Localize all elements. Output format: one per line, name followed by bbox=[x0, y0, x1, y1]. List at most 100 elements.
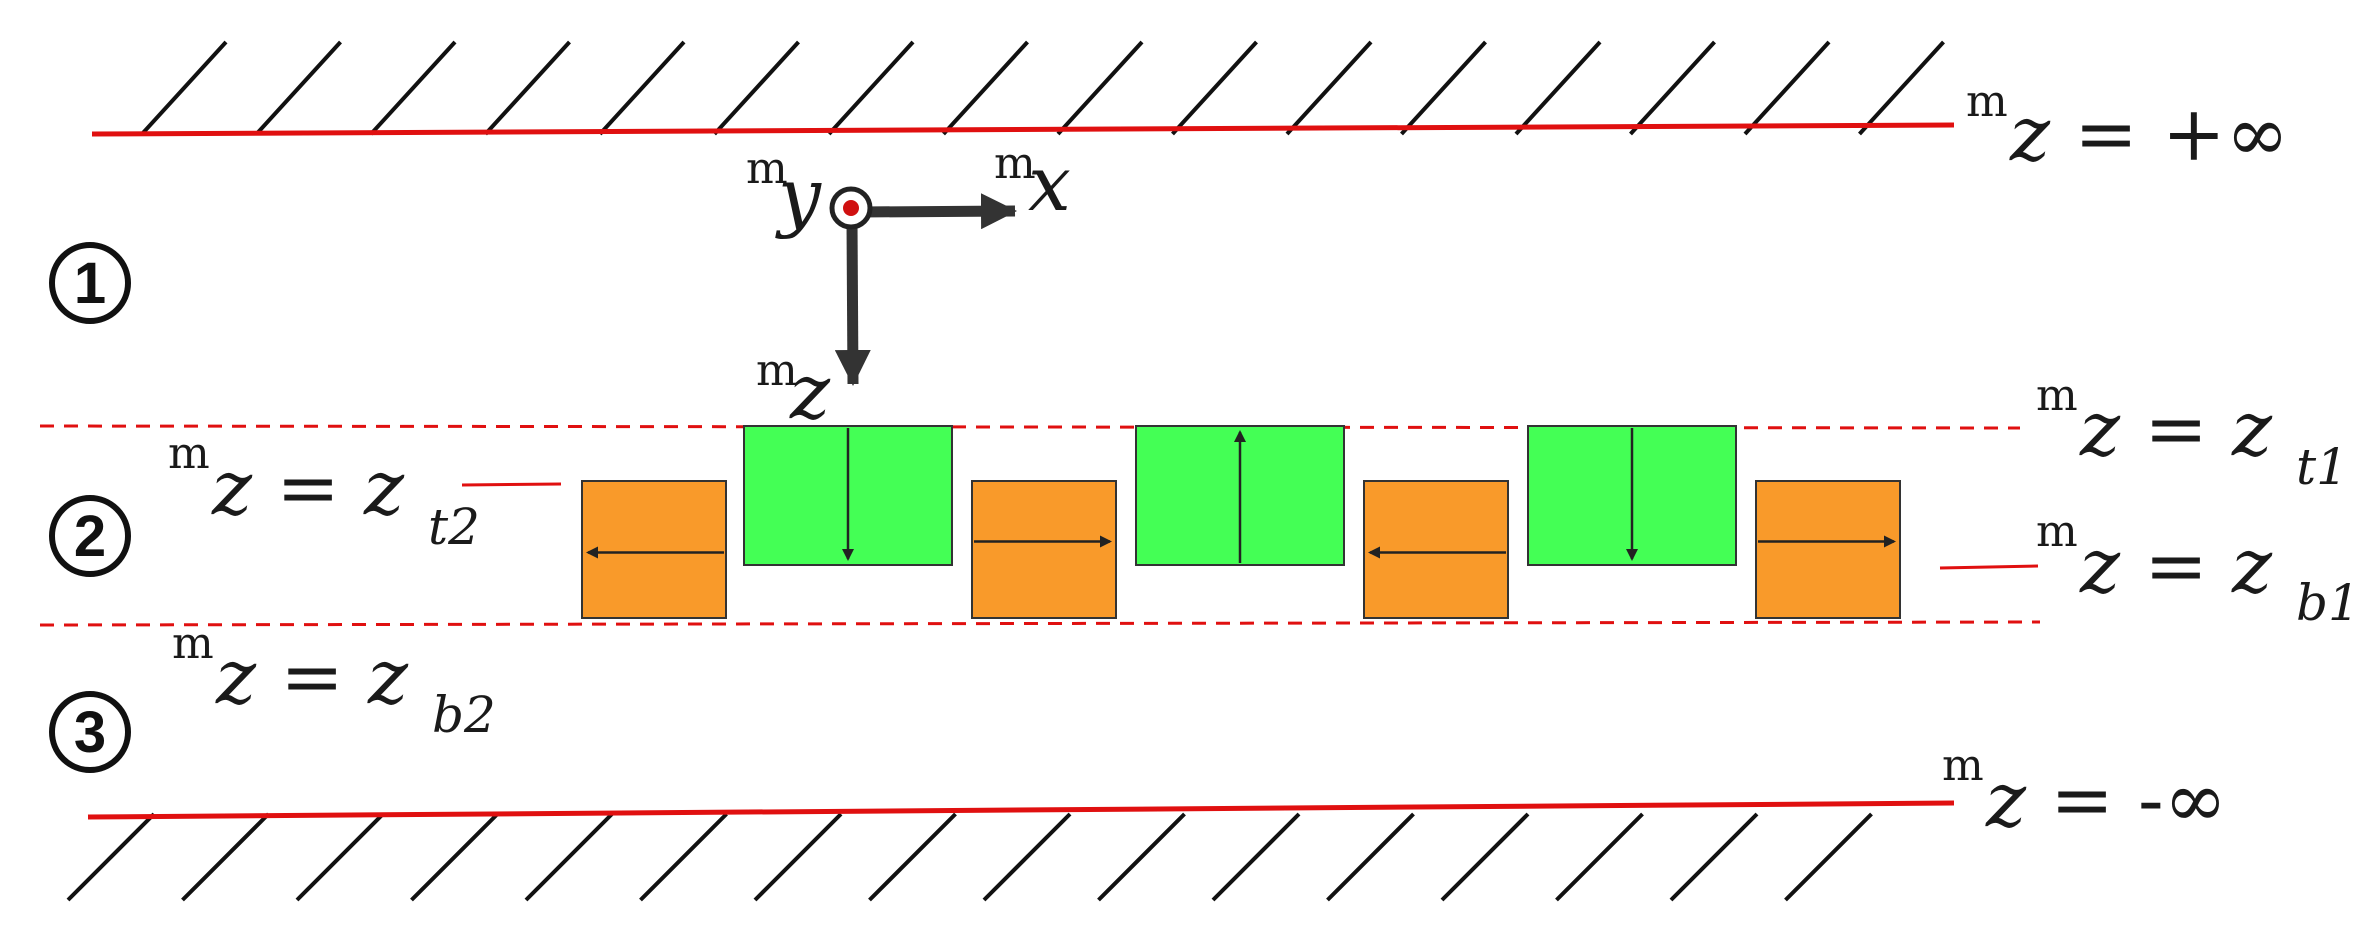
zt2-subscript: t2 bbox=[428, 498, 480, 556]
magnet-block-orange bbox=[581, 480, 727, 619]
z-axis-label: z bbox=[789, 347, 831, 436]
zt2-eq: = bbox=[252, 443, 364, 532]
coordinate-axes: m y m x m z bbox=[746, 138, 1071, 436]
bottom-boundary-line bbox=[87, 800, 1955, 820]
top-infinity-var: z bbox=[2009, 89, 2051, 178]
top-hatch-line bbox=[1858, 40, 1945, 136]
bottom-hatch-line bbox=[1784, 812, 1873, 902]
zt1-equation: z = z bbox=[2079, 384, 2273, 473]
region-2-number: 2 bbox=[74, 504, 106, 569]
y-axis-dot-icon bbox=[843, 200, 859, 216]
magnet-block-orange bbox=[1363, 480, 1509, 619]
zt1-superscript: m bbox=[2036, 370, 2078, 421]
top-hatch-line bbox=[942, 40, 1029, 136]
zt2-rhs: z bbox=[363, 443, 405, 532]
top-infinity-equation: z = +∞ bbox=[2009, 89, 2289, 178]
zt2-var: z bbox=[211, 443, 253, 532]
bottom-hatch-line bbox=[1440, 812, 1530, 902]
zb1-eq: = bbox=[2120, 521, 2232, 610]
top-hatch-line bbox=[484, 40, 571, 136]
magnet-block-orange bbox=[1755, 480, 1901, 619]
magnet-block-orange bbox=[971, 480, 1117, 619]
zb1-subscript: b1 bbox=[2296, 574, 2360, 632]
top-hatch-line bbox=[1400, 40, 1487, 136]
top-infinity-superscript: m bbox=[1966, 76, 2008, 127]
zt1-subscript: t1 bbox=[2296, 438, 2348, 496]
bottom-hatch-line bbox=[1669, 812, 1759, 902]
y-axis-label: y bbox=[775, 151, 822, 240]
y-axis-superscript: m bbox=[746, 143, 788, 194]
zt1-var: z bbox=[2079, 384, 2121, 473]
top-hatch-line bbox=[598, 40, 686, 136]
bottom-infinity-equation: z = -∞ bbox=[1985, 755, 2227, 844]
top-hatch-line bbox=[369, 40, 457, 136]
zb2-subscript: b2 bbox=[432, 686, 496, 744]
zb2-equation: z = z bbox=[215, 632, 409, 721]
zt2-superscript: m bbox=[168, 428, 210, 479]
top-hatch-line bbox=[1743, 40, 1831, 136]
bottom-hatch-line bbox=[66, 812, 156, 902]
zb1-leader-line bbox=[1939, 564, 2039, 570]
region-1-marker: 1 bbox=[49, 242, 131, 324]
zt1-rhs: z bbox=[2231, 384, 2273, 473]
top-hatch-line bbox=[255, 40, 342, 136]
bottom-hatch-line bbox=[753, 812, 843, 902]
bottom-hatch-line bbox=[1326, 812, 1415, 902]
layer-bottom-dashed-line bbox=[39, 620, 2041, 627]
zb2-rhs: z bbox=[367, 632, 409, 721]
bottom-hatch-line bbox=[524, 812, 614, 902]
top-hatch-line bbox=[1171, 40, 1258, 136]
region-1-number: 1 bbox=[74, 251, 106, 316]
zb2-eq: = bbox=[256, 632, 368, 721]
top-infinity-rhs: = +∞ bbox=[2050, 89, 2289, 178]
top-hatch-line bbox=[1285, 40, 1373, 136]
top-boundary-line bbox=[91, 122, 1955, 137]
zb1-superscript: m bbox=[2036, 506, 2078, 557]
magnet-array bbox=[581, 425, 1901, 619]
label-zb1: m z = z b1 bbox=[2036, 506, 2360, 632]
region-3-marker: 3 bbox=[49, 691, 131, 773]
x-axis-superscript: m bbox=[994, 138, 1036, 189]
top-hatch-line bbox=[1514, 40, 1602, 136]
bottom-infinity-rhs: = -∞ bbox=[2026, 755, 2227, 844]
bottom-infinity-var: z bbox=[1985, 755, 2027, 844]
region-2-marker: 2 bbox=[49, 495, 131, 577]
bottom-hatch-line bbox=[868, 812, 957, 902]
bottom-hatch-line bbox=[1211, 812, 1301, 902]
top-hatch-line bbox=[713, 40, 800, 136]
x-axis-label: x bbox=[1028, 139, 1071, 228]
top-hatch-line bbox=[140, 40, 228, 136]
x-axis-arrow bbox=[859, 193, 1017, 230]
top-hatch-line bbox=[827, 40, 915, 136]
zb1-rhs: z bbox=[2231, 521, 2273, 610]
zb2-var: z bbox=[215, 632, 257, 721]
bottom-hatch-line bbox=[181, 812, 270, 902]
label-zt2: m z = z t2 bbox=[168, 428, 480, 556]
bottom-wall-hatching bbox=[66, 812, 1873, 902]
label-zb2: m z = z b2 bbox=[172, 618, 496, 744]
region-3-number: 3 bbox=[74, 700, 106, 765]
zb2-superscript: m bbox=[172, 618, 214, 669]
bottom-hatch-line bbox=[639, 812, 728, 902]
top-hatch-line bbox=[1629, 40, 1716, 136]
bottom-hatch-line bbox=[982, 812, 1072, 902]
zt2-equation: z = z bbox=[211, 443, 405, 532]
zb1-var: z bbox=[2079, 521, 2121, 610]
zt1-eq: = bbox=[2120, 384, 2232, 473]
top-wall-hatching bbox=[140, 40, 1945, 136]
zb1-equation: z = z bbox=[2079, 521, 2273, 610]
z-axis-arrow bbox=[834, 221, 871, 386]
top-hatch-line bbox=[1056, 40, 1144, 136]
zt2-leader-line bbox=[461, 482, 562, 487]
bottom-hatch-line bbox=[295, 812, 385, 902]
bottom-hatch-line bbox=[1555, 812, 1644, 902]
label-top-infinity: m z = +∞ bbox=[1966, 76, 2289, 178]
bottom-hatch-line bbox=[1097, 812, 1186, 902]
layer-top-dashed-line bbox=[39, 424, 2021, 430]
bottom-hatch-line bbox=[410, 812, 499, 902]
z-axis-superscript: m bbox=[756, 345, 798, 396]
label-zt1: m z = z t1 bbox=[2036, 370, 2348, 496]
label-bottom-infinity: m z = -∞ bbox=[1942, 740, 2227, 844]
bottom-infinity-superscript: m bbox=[1942, 740, 1984, 791]
